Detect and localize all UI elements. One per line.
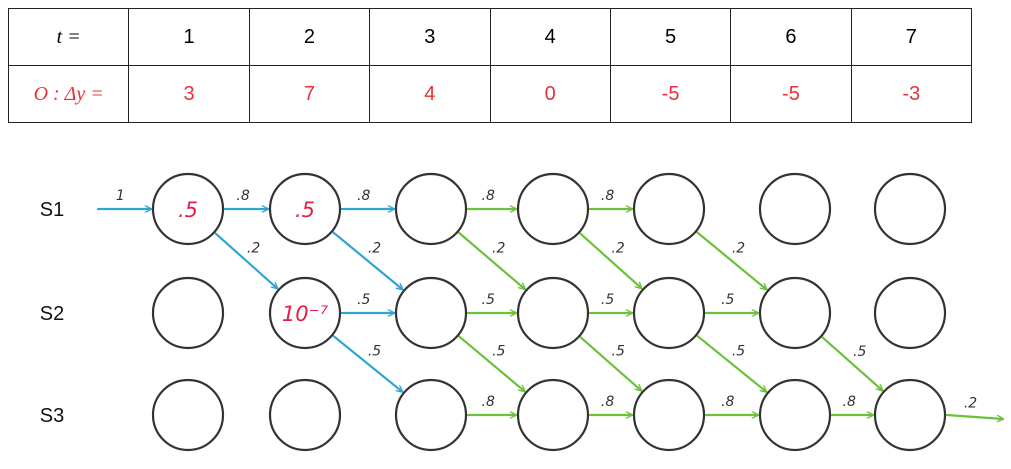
transition-arrow	[579, 336, 641, 390]
transition-probability-label: .8	[357, 188, 370, 204]
observation-cell: 3	[128, 65, 250, 123]
transition-probability-label: .5	[601, 292, 614, 308]
observation-cell: 4	[369, 65, 491, 123]
transition-probability-label: .8	[482, 188, 495, 204]
transition-probability-label: .5	[732, 344, 745, 360]
time-cell: 7	[850, 8, 973, 66]
transition-probability-label: .2	[247, 241, 260, 257]
state-node	[632, 378, 706, 452]
observation-row: O : Δy = 3 7 4 0 -5 -5 -3	[7, 65, 973, 123]
state-node	[151, 172, 225, 246]
observation-cell: -5	[609, 65, 732, 123]
transition-probability-label: .2	[964, 396, 977, 412]
transition-probability-label: .5	[368, 344, 381, 360]
transition-probability-label: .5	[853, 344, 866, 360]
time-cell: 1	[128, 8, 250, 66]
state-node	[632, 276, 706, 350]
state-node	[268, 378, 342, 452]
transition-arrow	[945, 413, 1005, 419]
state-node	[516, 172, 590, 246]
state-node	[151, 378, 225, 452]
transition-arrow	[458, 335, 524, 392]
observation-table: t = 1 2 3 4 5 6 7 O : Δy = 3 7 4 0 -5 -5…	[7, 8, 973, 123]
node-probability-value: 10⁻⁷	[282, 302, 329, 326]
node-probability-value: .5	[178, 198, 198, 222]
node-probability-value: .5	[295, 198, 315, 222]
state-node	[758, 378, 832, 452]
transition-arrow	[821, 336, 883, 391]
transition-probability-label: .8	[843, 394, 856, 410]
state-node	[516, 276, 590, 350]
state-node	[873, 172, 947, 246]
state-node	[268, 172, 342, 246]
transition-arrow	[579, 232, 642, 289]
observation-cell: -3	[850, 65, 973, 123]
time-row: t = 1 2 3 4 5 6 7	[7, 8, 973, 66]
transition-arrow	[458, 231, 525, 289]
transition-probability-label: .5	[482, 292, 495, 308]
observation-cell: 7	[248, 65, 371, 123]
transition-arrow	[696, 231, 767, 290]
time-cell: 4	[489, 8, 611, 66]
time-cell: 5	[609, 8, 732, 66]
transition-probability-label: .5	[612, 344, 625, 360]
state-node	[516, 378, 590, 452]
transition-probability-label: .8	[236, 188, 249, 204]
transition-probability-label: .5	[357, 292, 370, 308]
state-node	[268, 276, 342, 350]
transition-arrow	[214, 232, 278, 289]
observation-cell: -5	[730, 65, 852, 123]
state-node	[758, 276, 832, 350]
transition-arrow	[332, 335, 402, 391]
state-label-s1: S1	[40, 199, 64, 221]
state-node	[151, 276, 225, 350]
transition-probability-label: .5	[492, 344, 505, 360]
state-label-s3: S3	[40, 405, 64, 427]
observation-header: O : Δy =	[7, 65, 130, 123]
time-header: t =	[7, 8, 130, 66]
transition-probability-label: .8	[721, 394, 734, 410]
transition-probability-label: .8	[482, 394, 495, 410]
transition-arrow	[332, 231, 403, 290]
state-node	[632, 172, 706, 246]
state-node	[394, 378, 468, 452]
state-node	[873, 378, 947, 452]
transition-probability-label: .8	[601, 188, 614, 204]
transition-probability-label: .2	[492, 241, 505, 257]
transition-arrow	[696, 335, 766, 391]
observation-cell: 0	[489, 65, 611, 123]
state-label-s2: S2	[40, 303, 64, 325]
transition-probability-label: .5	[721, 292, 734, 308]
state-node	[394, 276, 468, 350]
transition-probability-label: 1	[116, 188, 125, 204]
state-node	[394, 172, 468, 246]
transition-probability-label: .2	[611, 241, 624, 257]
transition-probability-label: .2	[732, 240, 745, 256]
transition-probability-label: .2	[368, 240, 381, 256]
transition-probability-label: .8	[601, 394, 614, 410]
state-node	[873, 276, 947, 350]
state-node	[758, 172, 832, 246]
